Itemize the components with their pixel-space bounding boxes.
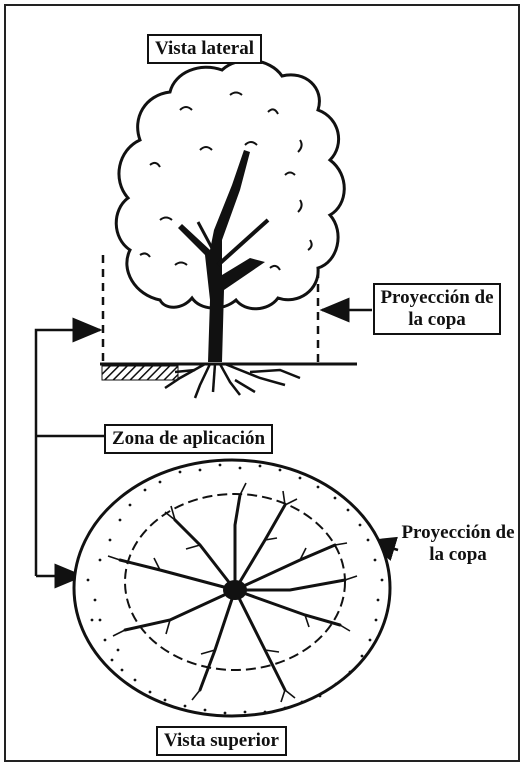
crown-projection-label-top: Proyección de la copa: [373, 283, 501, 335]
trunk-top-view: [223, 580, 247, 600]
tree-roots: [165, 364, 300, 398]
side-view-label: Vista lateral: [147, 34, 262, 64]
application-zone-label: Zona de aplicación: [104, 424, 273, 454]
tree-top-view: [74, 460, 390, 716]
tree-side-view: [100, 60, 357, 398]
top-view-label: Vista superior: [156, 726, 287, 756]
ground-hatch: [102, 366, 178, 380]
crown-projection-label-bottom: Proyección de la copa: [400, 522, 516, 566]
